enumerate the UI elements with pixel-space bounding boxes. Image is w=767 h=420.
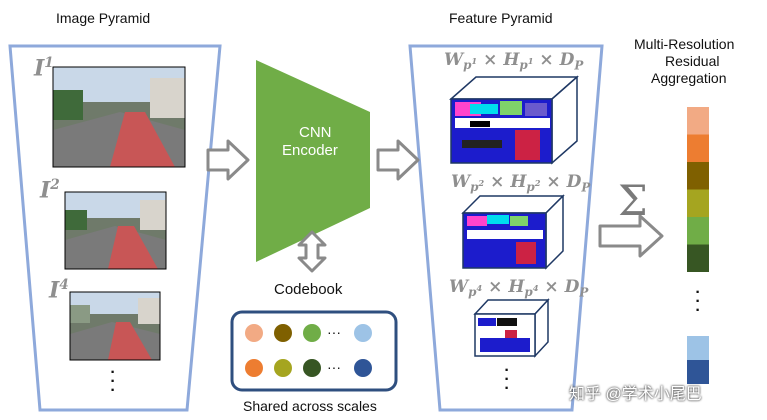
aggregation-block [687,162,709,190]
encoder-label-line-2: Encoder [282,142,338,159]
feature-dim-label-4: Wp4 × Hp4 × DP [449,277,589,300]
sum-symbol: Σ [618,176,648,225]
feature-dim-label-1: Wp1 × Hp1 × DP [444,50,584,73]
feature-cube-level-1 [449,75,579,165]
codebook-double-arrow [297,230,327,273]
watermark: 知乎 @学术小尾巴 [569,386,702,403]
aggregation-block [687,107,709,135]
aggregation-ellipsis: ··· [695,284,701,319]
image-level-label-4: I4 [49,277,69,304]
shared-across-scales-label: Shared across scales [243,398,377,414]
codebook-entry [274,324,292,342]
aggregation-stack [687,107,709,384]
street-image-level-1 [52,66,186,168]
aggregation-block [687,189,709,217]
codebook-entry [354,324,372,342]
aggregation-title-line-3: Aggregation [651,70,727,86]
codebook-label: Codebook [274,281,343,298]
aggregation-block [687,244,709,272]
codebook-entry [303,324,321,342]
arrow-to-encoder [206,139,250,181]
aggregation-block [687,134,709,162]
codebook-ellipsis: ··· [327,359,341,375]
aggregation-title-line-2: Residual [665,53,720,69]
arrow-to-aggregation [598,214,664,258]
codebook-dots: ··· ··· [245,324,372,377]
feature-pyramid-frame [408,44,604,412]
image-pyramid-title: Image Pyramid [56,10,151,26]
feature-pyramid-title: Feature Pyramid [449,10,553,26]
feature-dim-label-2: Wp2 × Hp2 × DP [451,172,591,195]
aggregation-block [687,217,709,245]
codebook-entry [274,359,292,377]
codebook-entry [245,359,263,377]
aggregation-title-line-1: Multi-Resolution [634,36,735,52]
feature-cube-level-4 [473,298,550,358]
image-level-label-2: I2 [40,177,60,204]
encoder-label-line-1: CNN [299,124,332,141]
feature-pyramid-ellipsis: ··· [504,362,510,397]
street-image-level-4 [69,291,161,361]
codebook-ellipsis: ··· [327,324,341,340]
codebook-entry [245,324,263,342]
cnn-encoder [256,60,370,262]
codebook-box [230,310,398,392]
codebook-entry [303,359,321,377]
codebook-entry [354,359,372,377]
feature-cube-level-2 [461,194,565,270]
aggregation-block [687,360,709,384]
image-pyramid-frame [8,44,222,412]
street-image-level-2 [64,191,167,270]
image-pyramid-ellipsis: ··· [110,364,116,399]
arrow-to-feature-pyramid [376,139,420,181]
image-level-label-1: I1 [34,55,54,82]
aggregation-block [687,336,709,360]
